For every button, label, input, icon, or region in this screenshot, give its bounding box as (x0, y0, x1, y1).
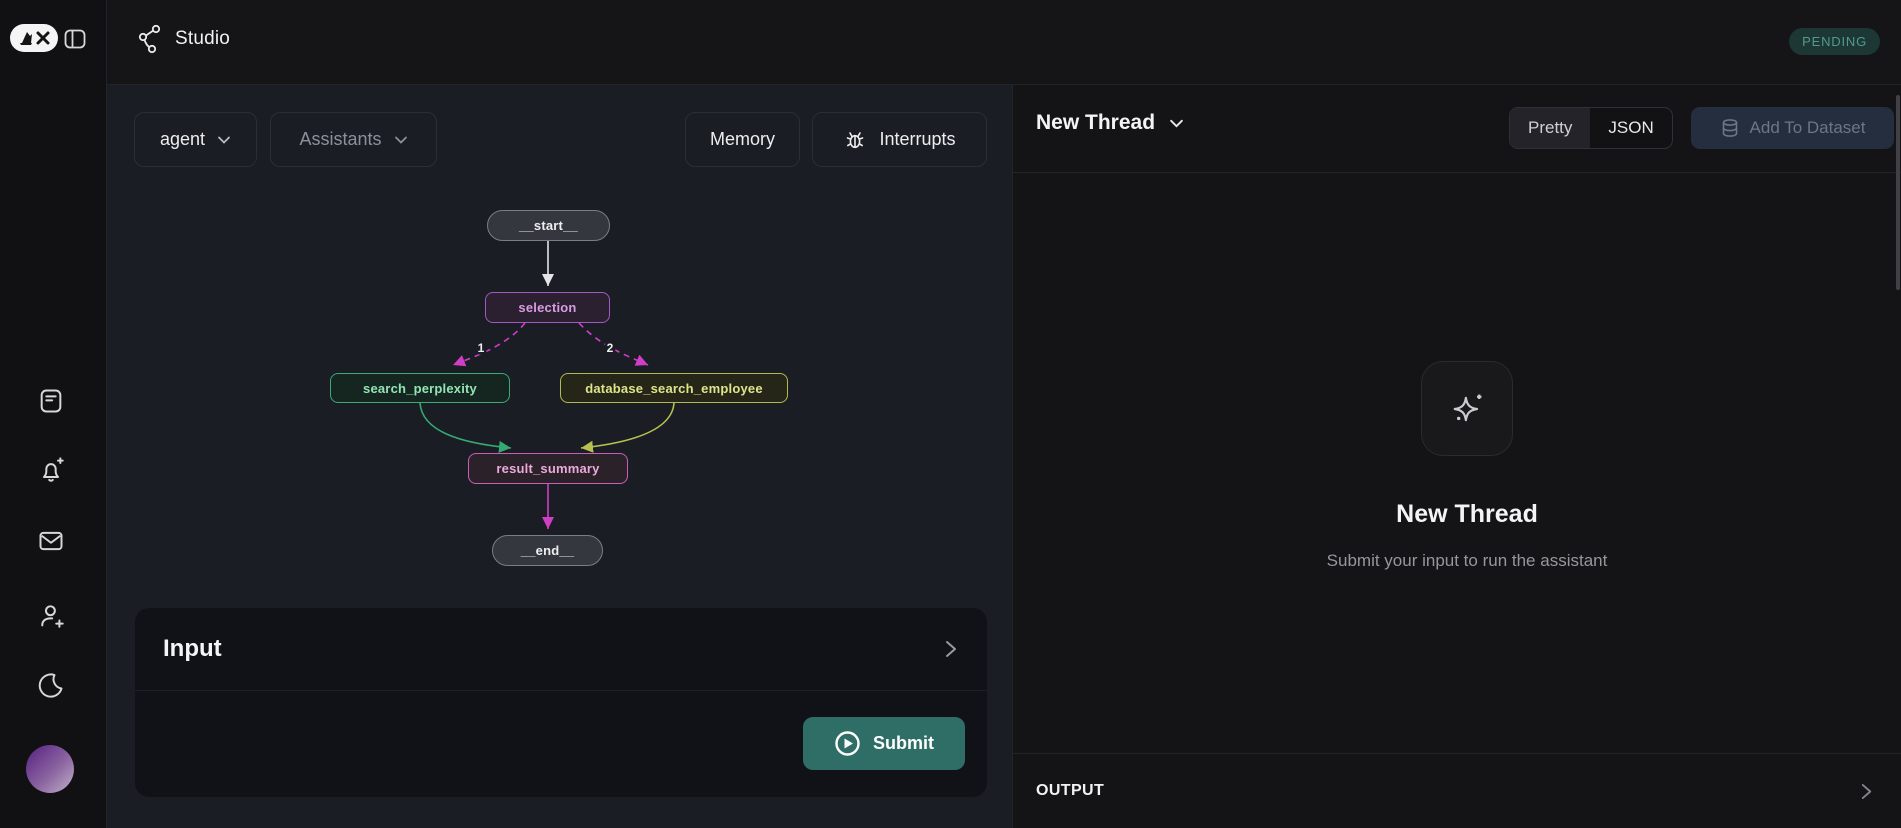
langsmith-logo[interactable] (10, 24, 58, 52)
graph-node-search-perplexity[interactable]: search_perplexity (330, 373, 510, 403)
chevron-down-icon (394, 136, 407, 144)
add-to-dataset-button[interactable]: Add To Dataset (1691, 107, 1894, 149)
input-card: Input Submit (135, 608, 987, 797)
edge-label-1: 1 (478, 341, 485, 355)
view-mode-pretty[interactable]: Pretty (1510, 108, 1591, 148)
sidebar-toggle-icon[interactable] (63, 27, 87, 51)
graph-node-start[interactable]: __start__ (487, 210, 610, 241)
assistants-dropdown[interactable]: Assistants (270, 112, 437, 167)
moon-icon[interactable] (37, 671, 65, 699)
add-user-icon[interactable] (37, 602, 65, 630)
assistants-dropdown-label: Assistants (299, 129, 382, 149)
input-section-header[interactable]: Input (135, 608, 987, 691)
bug-icon (847, 131, 864, 148)
notes-icon[interactable] (37, 387, 65, 415)
add-to-dataset-label: Add To Dataset (1749, 118, 1866, 137)
thread-panel-header: New Thread Pretty JSON Add To Dataset (1013, 85, 1901, 173)
graph-node-database-search-employee[interactable]: database_search_employee (560, 373, 788, 403)
empty-state-subtitle: Submit your input to run the assistant (1326, 551, 1608, 570)
output-section-header[interactable]: OUTPUT (1013, 753, 1901, 828)
graph-node-end[interactable]: __end__ (492, 535, 603, 566)
database-icon (1722, 119, 1737, 137)
output-section-title: OUTPUT (1036, 782, 1105, 799)
graph-studio-icon (138, 24, 161, 54)
empty-state-title: New Thread (1396, 500, 1538, 528)
input-section-title: Input (163, 635, 222, 662)
status-badge: PENDING (1789, 28, 1880, 55)
play-icon (835, 731, 860, 756)
agent-dropdown[interactable]: agent (134, 112, 257, 167)
top-bar: Studio PENDING (107, 0, 1901, 85)
page-title: Studio (175, 28, 231, 49)
graph-node-selection[interactable]: selection (485, 292, 610, 323)
sparkle-card (1421, 361, 1513, 456)
view-mode-json[interactable]: JSON (1608, 118, 1654, 137)
interrupts-button-label: Interrupts (879, 129, 956, 149)
bell-plus-icon[interactable] (37, 456, 65, 484)
langsmith-logo-icon (20, 31, 50, 45)
sparkle-icon (1453, 394, 1482, 421)
submit-button-label: Submit (873, 733, 934, 753)
chevron-down-icon (218, 136, 230, 144)
interrupts-button[interactable]: Interrupts (812, 112, 987, 167)
thread-selector-label: New Thread (1036, 111, 1156, 134)
scrollbar-thumb[interactable] (1896, 95, 1900, 290)
graph-panel: agent Assistants Memory Interrupts (107, 85, 1012, 828)
view-mode-toggle: Pretty JSON (1509, 107, 1673, 149)
thread-panel: New Thread Pretty JSON Add To Dataset Ne… (1012, 85, 1901, 828)
thread-selector-dropdown[interactable]: New Thread (1036, 111, 1184, 135)
mail-icon[interactable] (37, 527, 65, 555)
sidebar (0, 0, 107, 828)
graph-node-result-summary[interactable]: result_summary (468, 453, 628, 484)
memory-button[interactable]: Memory (685, 112, 800, 167)
submit-button[interactable]: Submit (803, 717, 965, 770)
chevron-right-icon (1861, 783, 1872, 799)
avatar[interactable] (26, 745, 74, 793)
chevron-down-icon (1170, 119, 1183, 128)
edge-label-2: 2 (607, 341, 614, 355)
new-thread-empty-state: New Thread Submit your input to run the … (1013, 361, 1901, 571)
chevron-right-icon (946, 641, 956, 657)
agent-dropdown-label: agent (159, 129, 206, 149)
memory-button-label: Memory (709, 129, 775, 149)
